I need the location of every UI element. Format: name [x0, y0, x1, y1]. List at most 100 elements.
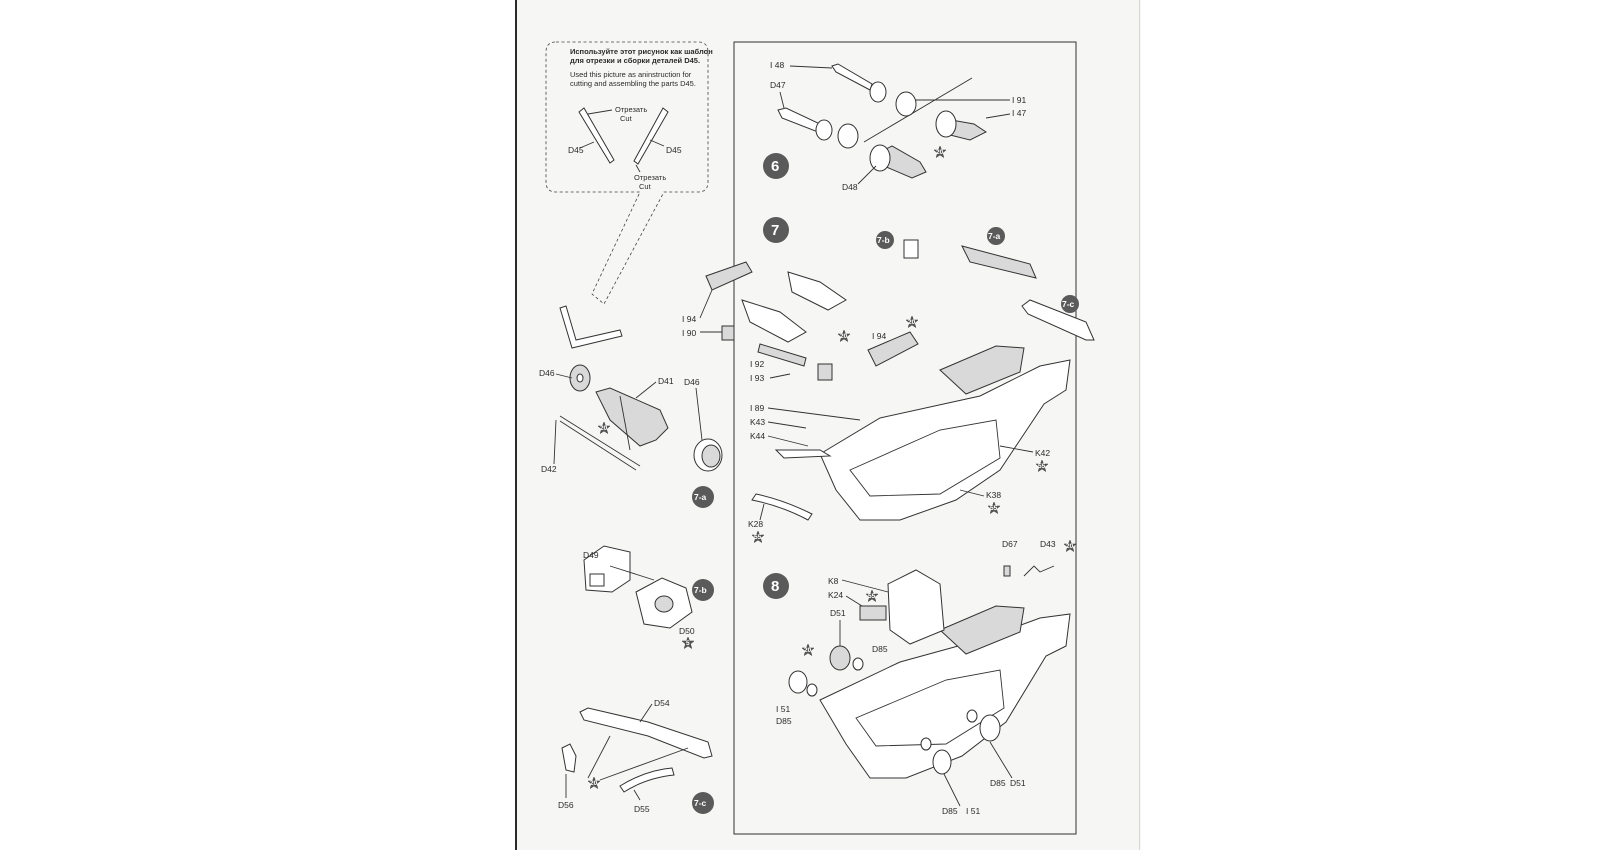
label-d85-bottom: D85	[942, 806, 958, 816]
step-8-number: 8	[771, 578, 779, 595]
step7-chassis-tub	[819, 359, 1071, 521]
subassembly-7b: D49 D50 5 7-b	[583, 545, 714, 649]
part-k28	[751, 493, 813, 521]
part-d43	[1023, 565, 1055, 577]
part-k24	[859, 605, 887, 621]
label-i94-right: I 94	[872, 331, 886, 341]
label-i92: I 92	[750, 359, 764, 369]
label-d48: D48	[842, 182, 858, 192]
cut-label-top-ru: Отрезать	[615, 105, 647, 114]
part-k8	[887, 569, 945, 645]
label-d50: D50	[679, 626, 695, 636]
label-i91: I 91	[1012, 95, 1026, 105]
template-note: Используйте этот рисунок как шаблон для …	[545, 41, 713, 305]
label-d46-right: D46	[684, 377, 700, 387]
badge-7c	[692, 792, 714, 814]
badge-7b	[692, 579, 714, 601]
cut-label-bottom-en: Cut	[639, 182, 652, 191]
part-i94-right	[867, 331, 919, 367]
label-i94-left: I 94	[682, 314, 696, 324]
label-d47: D47	[770, 80, 786, 90]
part-i48	[831, 63, 873, 91]
label-i48: I 48	[770, 60, 784, 70]
star-8-k24: 55	[868, 593, 876, 600]
label-d42: D42	[541, 464, 557, 474]
badge-7a-label: 7-a	[694, 492, 707, 502]
step-8: 8 K8 K24 55 D67 D43 20 D51 D85 20 I 51 D…	[763, 539, 1077, 816]
callout-7a	[987, 227, 1005, 245]
star-7c: 20	[590, 780, 598, 787]
badge-7c-label: 7-c	[694, 798, 707, 808]
label-d54: D54	[654, 698, 670, 708]
label-d45-left: D45	[568, 145, 584, 155]
label-k43: K43	[750, 417, 765, 427]
star-7-k28: 55	[754, 534, 762, 541]
steps-frame	[733, 41, 1077, 835]
part-d47	[777, 107, 821, 133]
star-6: 20	[936, 149, 944, 156]
callout-7b	[876, 231, 894, 249]
badge-7a	[692, 486, 714, 508]
star-7-b: 20	[908, 319, 916, 326]
label-d49: D49	[583, 550, 599, 560]
label-i51-bottom: I 51	[966, 806, 980, 816]
label-d43: D43	[1040, 539, 1056, 549]
part-i92	[757, 343, 807, 367]
star-8-d43: 20	[1066, 543, 1074, 550]
part-d41-axle	[595, 387, 669, 447]
label-k28: K28	[748, 519, 763, 529]
part-d55	[619, 767, 675, 793]
star-7b: 5	[686, 640, 690, 647]
star-7a: 20	[600, 425, 608, 432]
label-d41: D41	[658, 376, 674, 386]
step-7: 7 I 94 I 90 I 92 I 93 I 94 I 89 K43 K44 …	[682, 217, 1095, 543]
label-i89: I 89	[750, 403, 764, 413]
label-d85-left: D85	[776, 716, 792, 726]
step-6-badge	[763, 153, 789, 179]
label-k38: K38	[986, 490, 1001, 500]
note-en-line2: cutting and assembling the parts D45.	[570, 79, 696, 88]
note-ru-line2: для отрезки и сборки деталей D45.	[570, 56, 700, 65]
badge-7b-label: 7-b	[694, 585, 707, 595]
label-d56: D56	[558, 800, 574, 810]
part-i90	[721, 325, 735, 341]
callout-7a-label: 7-a	[988, 231, 1001, 241]
star-7-k42: 55	[1038, 463, 1046, 470]
label-d85-right: D85	[990, 778, 1006, 788]
label-d67: D67	[1002, 539, 1018, 549]
star-7-a: 20	[840, 333, 848, 340]
label-i47: I 47	[1012, 108, 1026, 118]
note-en-line1: Used this picture as aninstruction for	[570, 70, 692, 79]
label-d51-top: D51	[830, 608, 846, 618]
star-7-k38: 55	[990, 505, 998, 512]
label-k24: K24	[828, 590, 843, 600]
label-d55: D55	[634, 804, 650, 814]
step-6-number: 6	[771, 158, 779, 175]
d45-right-strip	[633, 107, 669, 165]
label-i90: I 90	[682, 328, 696, 338]
part-d56	[561, 743, 577, 773]
label-d45-right: D45	[666, 145, 682, 155]
part-d51-top	[829, 645, 851, 671]
part-i94-left	[705, 261, 753, 291]
step-7-badge	[763, 217, 789, 243]
subassembly-7c: D54 D56 D55 20 7-c	[558, 698, 714, 814]
label-k42: K42	[1035, 448, 1050, 458]
cut-label-bottom-ru: Отрезать	[634, 173, 666, 182]
step-8-badge	[763, 573, 789, 599]
cut-label-top-en: Cut	[620, 114, 633, 123]
sheet-right-edge	[1139, 0, 1140, 850]
part-d54	[579, 707, 713, 759]
star-8-left: 20	[804, 647, 812, 654]
callout-7b-label: 7-b	[877, 235, 890, 245]
d45-left-strip	[578, 107, 615, 164]
part-i93	[817, 363, 833, 381]
callout-7c-label: 7-c	[1062, 299, 1075, 309]
label-i93: I 93	[750, 373, 764, 383]
callout-7c	[1061, 295, 1079, 313]
step-7-number: 7	[771, 222, 779, 239]
label-k44: K44	[750, 431, 765, 441]
label-d51-right: D51	[1010, 778, 1026, 788]
subassembly-7a: D46 D41 D46 D42 20 7-a	[539, 305, 723, 508]
